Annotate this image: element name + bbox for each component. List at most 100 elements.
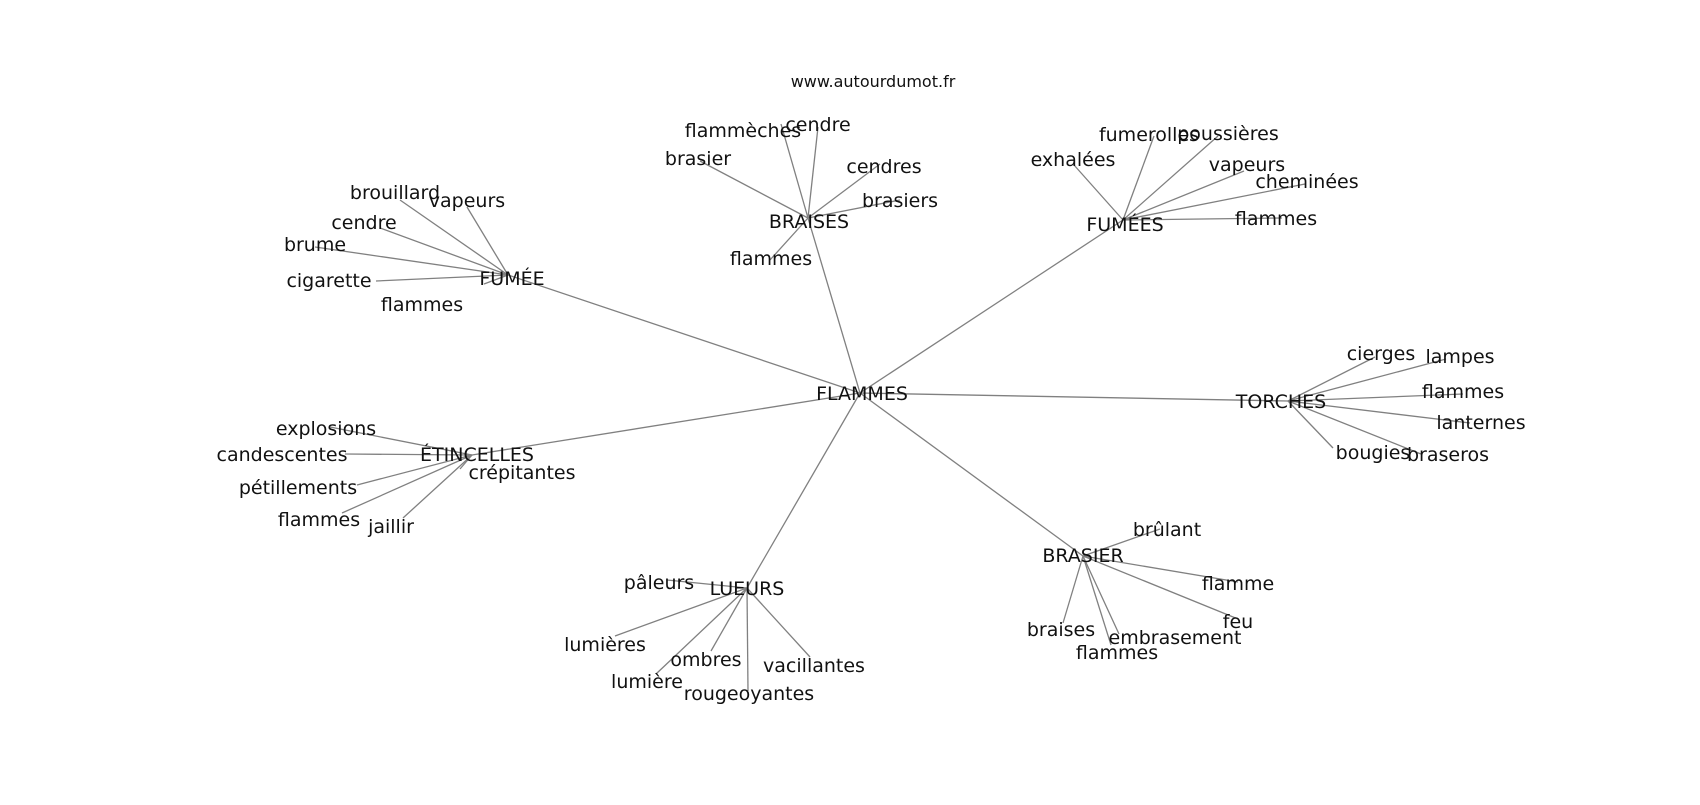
edge-etincelles-leaf <box>344 453 473 456</box>
edge-fumees-leaf <box>1122 135 1219 221</box>
edge-brasier-leaf <box>1082 555 1239 583</box>
cluster-node-etincelles[interactable]: ÉTINCELLES <box>420 443 534 466</box>
edge-center-lueurs <box>746 392 861 589</box>
leaf-word-node[interactable]: candescentes <box>217 444 348 466</box>
edge-center-brasier <box>859 392 1084 557</box>
leaf-word-node[interactable]: jaillir <box>367 516 414 538</box>
edge-fumee-leaf <box>375 274 509 282</box>
edge-braises-leaf <box>807 126 819 219</box>
edge-torches-leaf <box>1287 393 1464 402</box>
leaf-word-node[interactable]: braises <box>1027 619 1095 641</box>
leaf-word-node[interactable]: flammes <box>730 248 812 270</box>
edge-torches-leaf <box>1287 358 1447 402</box>
edge-lueurs-leaf <box>746 587 749 692</box>
leaf-word-node[interactable]: cendres <box>846 156 921 178</box>
edge-fumee-leaf <box>314 246 509 276</box>
leaf-word-node[interactable]: bougies <box>1336 442 1411 464</box>
edge-brasier-leaf <box>1082 555 1239 620</box>
cluster-node-fumee[interactable]: FUMÉE <box>479 267 544 290</box>
leaf-word-node[interactable]: vapeurs <box>429 190 505 212</box>
leaf-word-node[interactable]: vacillantes <box>763 655 865 677</box>
leaf-word-node[interactable]: cierges <box>1347 343 1416 365</box>
edge-center-etincelles <box>471 392 861 456</box>
site-watermark: www.autourdumot.fr <box>791 72 956 91</box>
edge-fumees-leaf <box>1122 217 1283 221</box>
leaf-word-node[interactable]: vapeurs <box>1209 154 1285 176</box>
cluster-node-braises[interactable]: BRAISES <box>769 211 849 233</box>
leaf-word-node[interactable]: lumière <box>611 671 683 693</box>
edge-lueurs-leaf <box>666 579 748 589</box>
leaf-word-node[interactable]: cheminées <box>1255 171 1358 193</box>
edge-torches-leaf <box>1287 356 1376 402</box>
center-word-node[interactable]: FLAMMES <box>816 383 908 405</box>
edge-fumee-leaf <box>399 199 509 276</box>
cluster-node-torches[interactable]: TORCHES <box>1235 391 1326 413</box>
edge-brasier-leaf <box>1062 555 1084 624</box>
leaf-word-node[interactable]: flammes <box>1422 381 1504 403</box>
edge-center-fumees <box>859 219 1124 394</box>
edge-braises-leaf <box>807 199 901 219</box>
edge-lueurs-leaf <box>614 587 748 637</box>
edge-fumee-leaf <box>483 274 509 285</box>
edge-brasier-leaf <box>1082 555 1112 646</box>
leaf-word-node[interactable]: crépitantes <box>468 462 575 484</box>
leaf-word-node[interactable]: cigarette <box>286 270 371 292</box>
edge-etincelles-leaf <box>341 454 473 514</box>
leaf-word-node[interactable]: flamme <box>1202 573 1274 595</box>
leaf-word-node[interactable]: brûlant <box>1133 519 1201 541</box>
leaf-word-node[interactable]: flammes <box>1076 642 1158 664</box>
leaf-word-node[interactable]: flammes <box>1235 208 1317 230</box>
leaf-word-node[interactable]: brasiers <box>862 190 938 212</box>
leaf-word-node[interactable]: cendre <box>331 212 396 234</box>
edge-brasier-leaf <box>1082 555 1120 635</box>
leaf-word-node[interactable]: brasier <box>665 148 731 170</box>
edge-braises-leaf <box>699 160 809 219</box>
leaf-word-node[interactable]: fumerolles <box>1099 124 1199 146</box>
leaf-word-node[interactable]: lumières <box>564 634 646 656</box>
edge-fumee-leaf <box>466 206 509 276</box>
leaf-word-node[interactable]: flammes <box>381 294 463 316</box>
edge-braises-leaf <box>807 163 881 219</box>
edge-fumees-leaf <box>1122 170 1245 221</box>
leaf-word-node[interactable]: pâleurs <box>624 572 694 594</box>
leaf-word-node[interactable]: flammes <box>278 509 360 531</box>
leaf-word-node[interactable]: braseros <box>1407 444 1489 466</box>
edge-torches-leaf <box>1287 400 1471 424</box>
cluster-node-brasier[interactable]: BRASIER <box>1042 545 1123 567</box>
leaf-word-node[interactable]: brume <box>284 234 346 256</box>
leaf-word-node[interactable]: poussières <box>1177 123 1278 145</box>
edge-torches-leaf <box>1287 400 1334 449</box>
leaf-word-node[interactable]: embrasement <box>1109 627 1242 649</box>
edge-fumee-leaf <box>379 227 509 276</box>
leaf-word-node[interactable]: pétillements <box>239 477 357 499</box>
leaf-word-node[interactable]: explosions <box>276 418 376 440</box>
leaf-word-node[interactable]: exhalées <box>1031 149 1116 171</box>
edge-center-fumee <box>507 274 861 394</box>
edge-lueurs-leaf <box>710 587 748 652</box>
leaf-word-node[interactable]: cendre <box>785 114 850 136</box>
graph-labels: www.autourdumot.fr FLAMMES FUMÉE brouillar… <box>217 72 1526 705</box>
edge-lueurs-leaf <box>655 587 748 675</box>
edge-lueurs-leaf <box>746 587 811 658</box>
leaf-word-node[interactable]: rougeoyantes <box>684 683 814 705</box>
cluster-node-lueurs[interactable]: LUEURS <box>710 578 785 600</box>
edge-fumees-leaf <box>1073 164 1124 221</box>
edge-braises-leaf <box>780 123 809 219</box>
leaf-word-node[interactable]: lampes <box>1425 346 1494 368</box>
cluster-node-fumees[interactable]: FUMÉES <box>1086 213 1163 236</box>
leaf-word-node[interactable]: brouillard <box>350 182 440 204</box>
graph-edges <box>314 123 1471 692</box>
leaf-word-node[interactable]: flammèches <box>685 120 801 142</box>
edge-etincelles-leaf <box>329 426 473 456</box>
leaf-word-node[interactable]: feu <box>1223 611 1253 633</box>
edge-fumees-leaf <box>1122 135 1155 221</box>
edge-center-braises <box>807 217 861 394</box>
edge-center-torches <box>859 392 1289 402</box>
leaf-word-node[interactable]: ombres <box>670 649 741 671</box>
edge-torches-leaf <box>1287 400 1422 455</box>
edge-brasier-leaf <box>1082 528 1161 557</box>
edge-etincelles-leaf <box>356 454 473 486</box>
leaf-word-node[interactable]: lanternes <box>1436 412 1525 434</box>
edge-fumees-leaf <box>1122 183 1306 221</box>
